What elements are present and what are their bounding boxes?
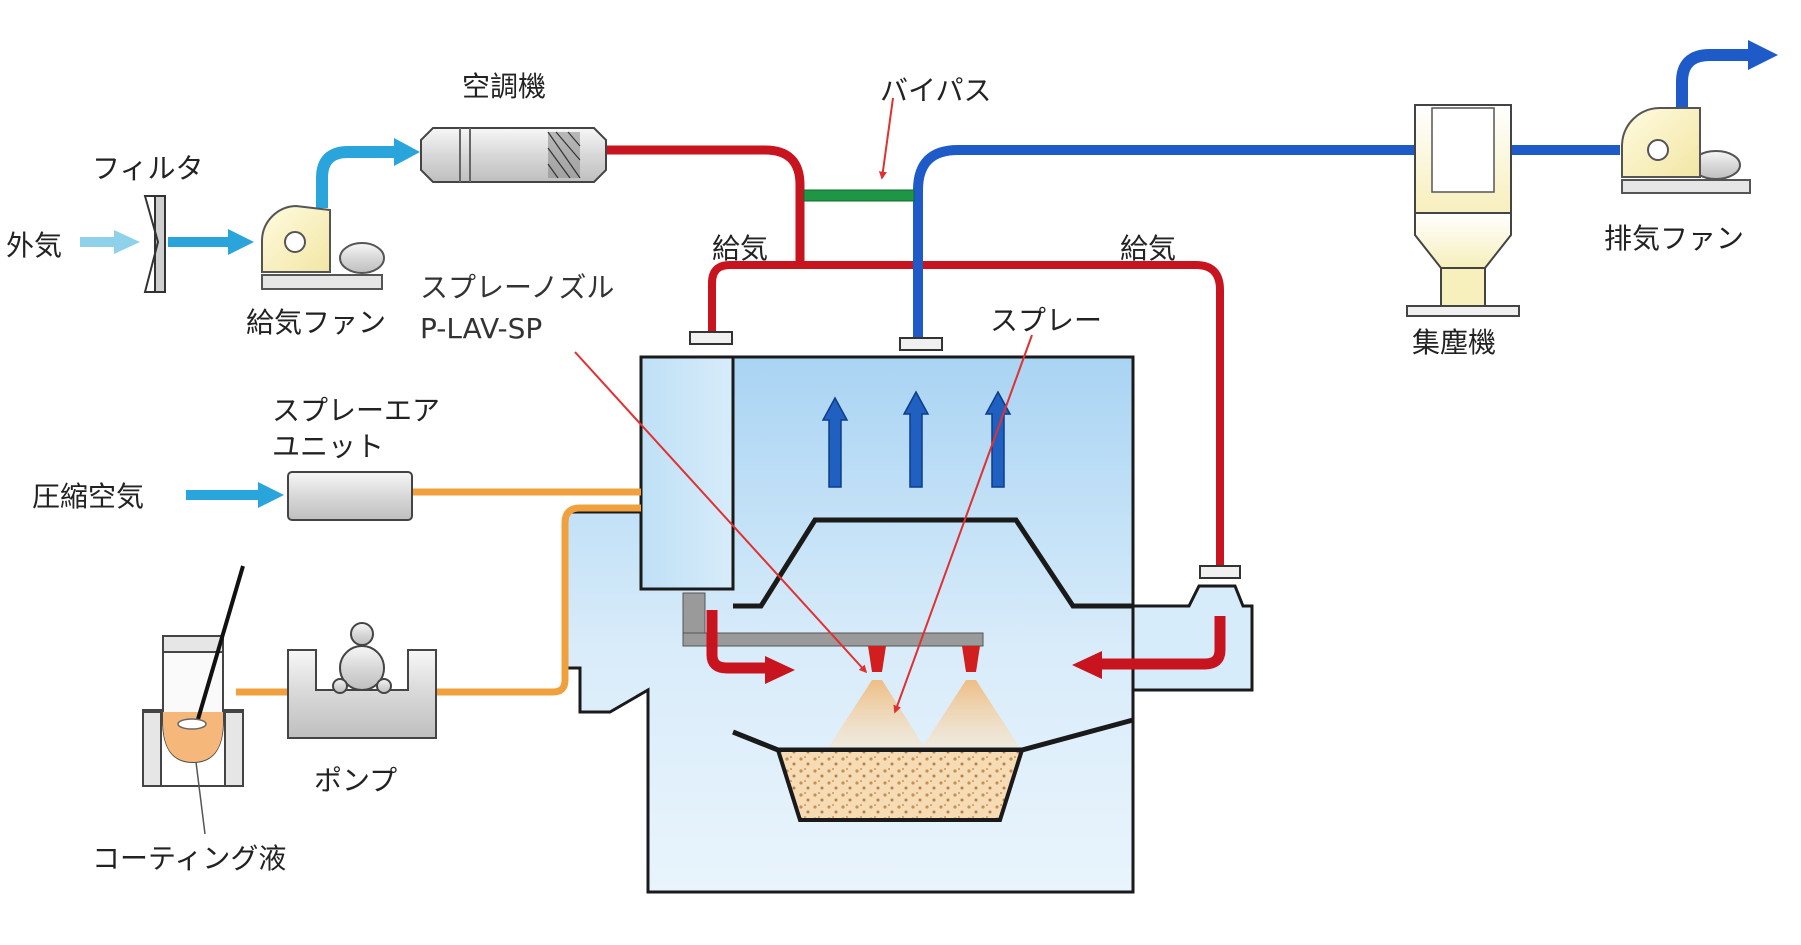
exhaust-pipe [913,145,1420,340]
label-supply-air-left: 給気 [712,232,768,265]
label-supply-fan: 給気ファン [246,306,386,339]
label-supply-air-right: 給気 [1120,232,1176,265]
right-inlet-fitting [1199,565,1241,579]
fan-to-aircon-pipe [316,146,398,208]
label-dust-collector: 集塵機 [1412,326,1496,359]
air-conditioner-icon [420,127,607,183]
dust-collector-icon [1406,104,1520,317]
label-bypass: バイパス [880,74,991,107]
pump-icon [287,622,437,739]
bypass-pipe [803,189,915,202]
exhaust-flow-arrows [821,390,1012,488]
exhaust-outlet-fitting [899,337,943,351]
label-exhaust-fan: 排気ファン [1604,222,1744,255]
coating-chamber [565,355,1254,894]
supply-pipe-left [708,261,800,332]
spray-cone-1 [828,680,925,748]
bypass-pointer [878,97,894,180]
label-pump: ポンプ [314,764,397,797]
label-air-conditioner: 空調機 [462,70,546,103]
spray-pointer [893,334,1033,714]
spray-cone-2 [922,680,1020,748]
spray-nozzle-1 [868,646,886,672]
supply-flow-arrow-right [1100,616,1226,670]
spray-gun-tower [639,355,735,591]
coating-pan [775,748,1025,822]
label-spray-nozzle-line1: スプレーノズル [420,271,614,304]
label-coating-liquid: コーティング液 [92,842,286,875]
supply-inlet-fitting [689,331,733,345]
supply-fan-icon [261,204,385,290]
label-outside-air: 外気 [6,229,62,262]
label-spray-nozzle-line2: P-LAV-SP [420,312,542,345]
label-spray: スプレー [990,304,1102,337]
spray-nozzle-pointer [574,351,868,674]
label-spray-air-unit-line2: ユニット [272,430,384,463]
label-spray-air-unit-line1: スプレーエア [272,394,440,427]
coating-liquid-line [436,504,641,696]
label-compressed-air: 圧縮空気 [32,480,144,513]
spray-nozzle-2 [962,646,980,672]
label-filter: フィルタ [92,152,203,185]
coating-liquid-tank-icon [142,565,245,835]
exhaust-fan-icon [1621,107,1751,194]
spray-air-unit-icon [287,471,413,521]
supply-flow-arrow-left [706,610,770,674]
supply-pipe-right [800,261,1224,568]
exhaust-outlet-pipe [1676,49,1752,108]
supply-main-pipe [606,145,805,265]
